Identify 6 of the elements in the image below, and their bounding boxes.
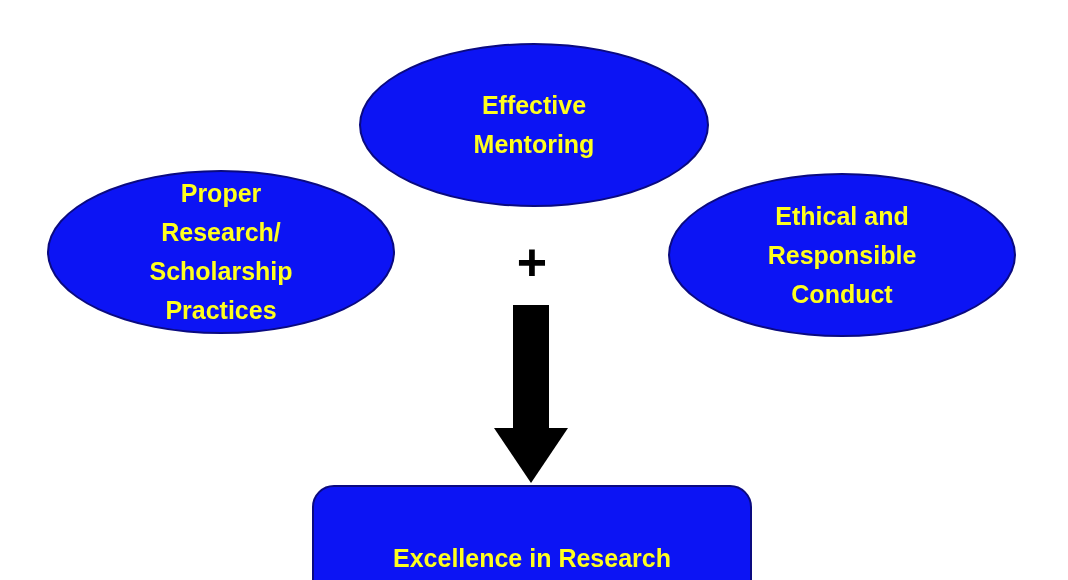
- down-arrow: [494, 305, 568, 483]
- node-label: Proper Research/ Scholarship Practices: [148, 178, 294, 326]
- node-label: Excellence in Research: [393, 543, 671, 574]
- plus-sign: +: [515, 232, 549, 292]
- node-label: Ethical and Responsible Conduct: [766, 200, 918, 310]
- node-label: Effective Mentoring: [472, 90, 596, 160]
